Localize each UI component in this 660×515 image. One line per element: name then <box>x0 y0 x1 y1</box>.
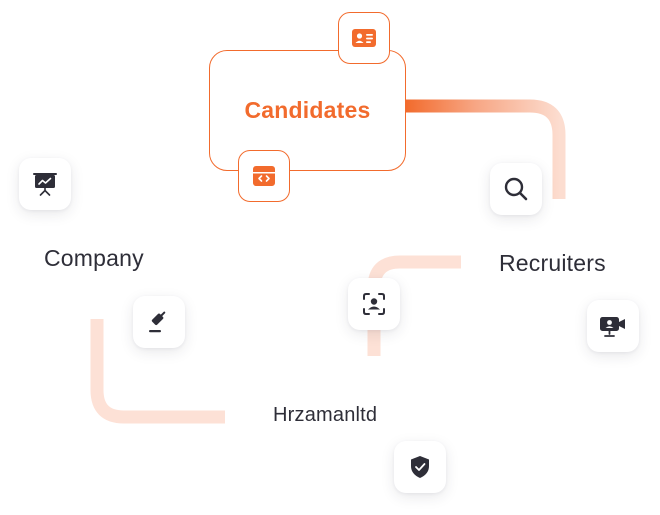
hrzaman-label: Hrzamanltd <box>273 404 378 426</box>
company-label: Company <box>44 245 144 271</box>
presentation-chart-icon <box>33 173 57 196</box>
candidates-node[interactable]: Candidates <box>209 50 406 171</box>
shield-check-icon <box>411 456 429 478</box>
code-window-icon-tile[interactable] <box>238 150 290 202</box>
gavel-icon <box>149 311 166 333</box>
candidates-label: Candidates <box>244 97 371 123</box>
recruiters-label: Recruiters <box>499 250 606 276</box>
shield-check-icon-tile[interactable] <box>394 441 446 493</box>
video-call-icon <box>600 317 625 337</box>
face-scan-icon <box>363 293 385 315</box>
id-card-icon-tile[interactable] <box>338 12 390 64</box>
gavel-icon-tile[interactable] <box>133 296 185 348</box>
search-icon <box>504 177 528 201</box>
search-icon-tile[interactable] <box>490 163 542 215</box>
video-call-icon-tile[interactable] <box>587 300 639 352</box>
id-card-icon <box>352 29 376 47</box>
presentation-chart-icon-tile[interactable] <box>19 158 71 210</box>
face-scan-icon-tile[interactable] <box>348 278 400 330</box>
code-window-icon <box>253 166 275 186</box>
